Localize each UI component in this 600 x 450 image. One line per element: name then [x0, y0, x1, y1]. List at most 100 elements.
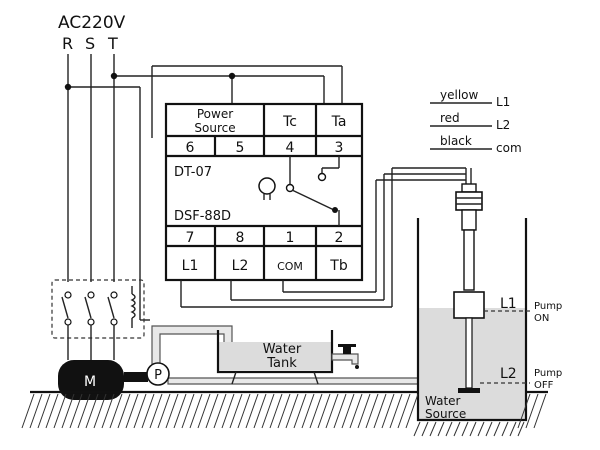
model-label: DT-07 [174, 165, 212, 180]
ground-hatch [237, 393, 251, 429]
ground-hatch [69, 393, 83, 429]
ground-hatch [277, 393, 291, 429]
legend-black: black [440, 134, 472, 148]
ground-hatch [437, 421, 445, 437]
ground-hatch [213, 393, 227, 429]
ground-hatch [405, 393, 419, 429]
terminal-1: 1 [286, 230, 295, 246]
relay-contact-symbol [258, 156, 340, 226]
ground-hatch [229, 393, 243, 429]
ground-hatch [109, 393, 123, 429]
terminal-2: 2 [335, 230, 344, 246]
motor [58, 360, 148, 400]
ground-hatch [133, 393, 147, 429]
model-label: DSF-88D [174, 209, 231, 224]
power-source-label: Power [197, 107, 233, 121]
pump-off-label: Pump [534, 368, 562, 379]
ground-hatch [477, 421, 485, 437]
ground-hatch [501, 421, 509, 437]
ground-hatch [525, 393, 539, 429]
tank-label: Water [263, 342, 302, 357]
pump-label: P [154, 368, 162, 383]
source-label: Source [425, 407, 466, 421]
ground-hatch [333, 393, 347, 429]
level-sensor [453, 183, 485, 393]
phase-r-label: R [62, 34, 73, 53]
ground-hatch [389, 393, 403, 429]
water-tank [216, 330, 359, 385]
ground-hatch [365, 393, 379, 429]
ground-hatch [221, 393, 235, 429]
ground-hatch [29, 393, 43, 429]
ground-hatch [205, 393, 219, 429]
ground-hatch [349, 393, 363, 429]
ground-hatch [253, 393, 267, 429]
ground-hatch [269, 393, 283, 429]
tank-label: Tank [266, 356, 297, 371]
source-label: Water [425, 394, 461, 408]
controller-top-wires [151, 65, 343, 138]
phase-t-label: T [107, 34, 118, 53]
ground-hatch [93, 393, 107, 429]
ground-hatch [533, 393, 547, 429]
ground-hatch [517, 393, 531, 429]
motor-label: M [84, 374, 96, 390]
terminal-8: 8 [236, 230, 245, 246]
ground-hatch [285, 393, 299, 429]
supply-title: AC220V [58, 13, 126, 33]
terminal-7: 7 [186, 230, 195, 246]
ground-hatch [165, 393, 179, 429]
junction-dot [228, 72, 236, 80]
ground-hatch [413, 421, 421, 437]
ta-label: Ta [331, 114, 347, 130]
ground-hatch [301, 393, 315, 429]
ground-hatch [469, 421, 477, 437]
ground-hatch [189, 393, 203, 429]
legend-yellow: yellow [440, 88, 478, 102]
ground-hatch [85, 393, 99, 429]
motor-wires [67, 325, 115, 360]
ground-hatch [397, 393, 411, 429]
ground-hatch [125, 393, 139, 429]
ground-hatch [325, 393, 339, 429]
ground-hatch [197, 393, 211, 429]
level-markers [480, 310, 530, 384]
legend-l1: L1 [496, 95, 510, 109]
ground-hatch [181, 393, 195, 429]
ground-hatch [173, 393, 187, 429]
junction-dot [110, 72, 118, 80]
contactor [51, 279, 145, 339]
ground-hatch [141, 393, 155, 429]
ground-hatch [453, 421, 461, 437]
supply-wires [64, 54, 232, 321]
ground-hatch [381, 393, 395, 429]
ground-hatch [485, 421, 493, 437]
legend-l2: L2 [496, 118, 510, 132]
ground-hatch [461, 421, 469, 437]
ground-hatch [445, 421, 453, 437]
ground-hatch [37, 393, 51, 429]
terminal-4: 4 [286, 140, 295, 156]
power-source-label: Source [194, 121, 235, 135]
ground-hatch [77, 393, 91, 429]
l2-terminal-label: L2 [232, 258, 249, 274]
ground-hatch [517, 421, 525, 437]
legend-com: com [496, 141, 522, 155]
level-l1-label: L1 [500, 296, 517, 312]
l1-terminal-label: L1 [182, 258, 199, 274]
ground-hatch [149, 393, 163, 429]
legend-red: red [440, 111, 460, 125]
ground-hatch [373, 393, 387, 429]
wire-legend: yellow L1 red L2 black com [430, 88, 522, 155]
ground-hatch [261, 393, 275, 429]
pump [146, 362, 170, 386]
phase-s-label: S [85, 34, 95, 53]
sensor-wires [180, 167, 472, 308]
pump-on-label: ON [534, 313, 549, 324]
ground-hatch [101, 393, 115, 429]
com-terminal-label: COM [277, 260, 303, 273]
ground-hatch [317, 393, 331, 429]
ground [21, 390, 548, 437]
ground-hatch [45, 393, 59, 429]
